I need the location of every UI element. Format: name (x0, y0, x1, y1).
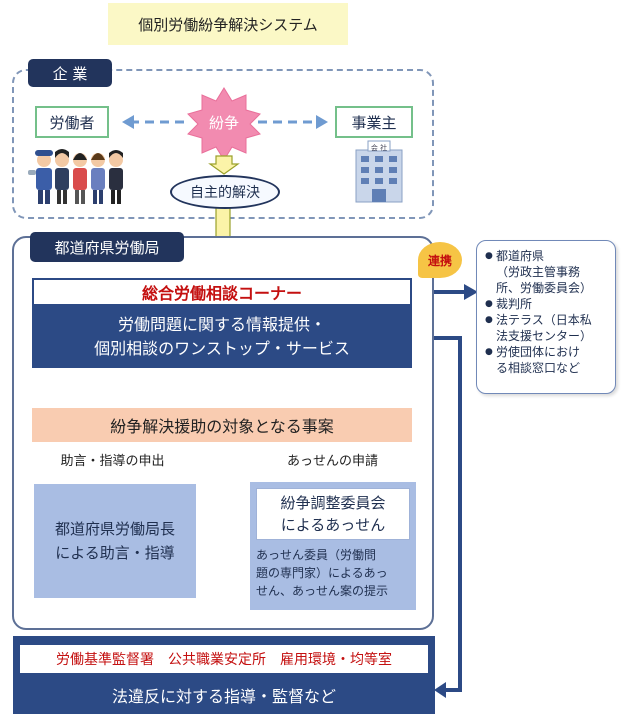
building-sign: 会 社 (370, 144, 388, 152)
info-line-2: 個別相談のワンストップ・サービス (94, 339, 350, 358)
coop-item-court: 裁判所 (485, 296, 609, 312)
advice-line-2: による助言・指導 (55, 544, 175, 562)
self-resolution-oval: 自主的解決 (170, 175, 280, 209)
consultation-corner-title: 総合労働相談コーナー (32, 278, 412, 306)
worker-box: 労働者 (35, 106, 109, 138)
coop-item-houterasu: 法テラス（日本私 法支援センター） (485, 312, 609, 344)
mediation-desc-line-3: せん、あっせん案の提示 (256, 584, 389, 598)
diagram-title: 個別労働紛争解決システム (108, 3, 348, 45)
director-advice-box: 都道府県労働局長 による助言・指導 (34, 484, 196, 598)
coop-item-labor-groups: 労使団体におけ る相談窓口など (485, 344, 609, 376)
company-tag: 企 業 (28, 59, 112, 87)
enforcement-guidance: 法違反に対する指導・監督など (111, 687, 336, 706)
cooperation-badge: 連携 (418, 242, 462, 278)
bureau-tag: 都道府県労働局 (30, 232, 184, 262)
workers-illustration (28, 149, 123, 204)
committee-line-1: 紛争調整委員会 (280, 494, 386, 512)
mediation-request-label: あっせんの申請 (286, 454, 378, 469)
cooperation-list: 都道府県 （労政主管事務 所、労働委員会） 裁判所 法テラス（日本私 法支援セン… (476, 240, 616, 394)
info-service-block: 労働問題に関する情報提供・ 個別相談のワンストップ・サービス (32, 306, 412, 368)
advice-line-1: 都道府県労働局長 (54, 520, 175, 538)
arrow-right-head (316, 115, 328, 129)
eligible-cases-bar: 紛争解決援助の対象となる事案 (32, 408, 412, 442)
info-line-1: 労働問題に関する情報提供・ (117, 315, 326, 334)
committee-title: 紛争調整委員会 によるあっせん (256, 488, 410, 540)
navy-path-head (434, 682, 446, 698)
coop-arrow-right (464, 284, 478, 300)
mediation-desc-line-1: あっせん委員（労働問 (256, 548, 377, 562)
arrow-left-head (122, 115, 134, 129)
advice-request-label: 助言・指導の申出 (60, 454, 165, 469)
down-arrow-small (208, 155, 240, 175)
mediation-description: あっせん委員（労働問 題の専門家）によるあっ せん、あっせん案の提示 (256, 546, 414, 606)
committee-line-2: によるあっせん (280, 516, 386, 534)
coop-item-prefecture: 都道府県 （労政主管事務 所、労働委員会） (485, 248, 609, 296)
mediation-desc-line-2: 題の専門家）によるあっ (256, 566, 388, 580)
navy-path (412, 336, 462, 692)
employer-box: 事業主 (335, 106, 413, 138)
company-building (355, 140, 403, 203)
dispute-label: 紛争 (208, 113, 239, 132)
enforcement-offices: 労働基準監督署 公共職業安定所 雇用環境・均等室 (20, 645, 428, 673)
